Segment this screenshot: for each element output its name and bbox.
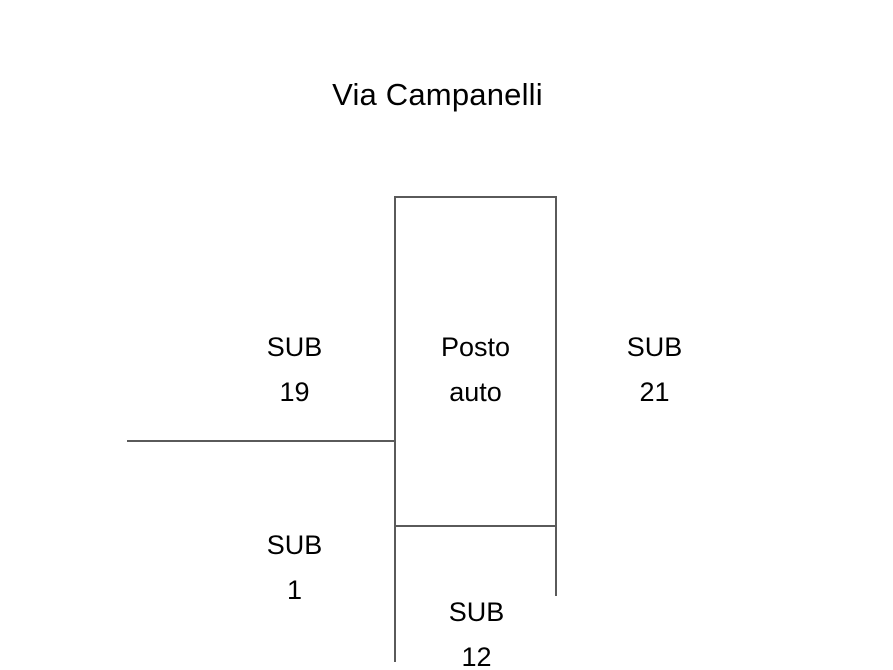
parcel-label-sub-1-line2: 1 (286, 575, 303, 605)
parcel-boundary-left-edge-middle (394, 441, 396, 527)
parcel-label-posto-auto-line1: Posto (440, 332, 511, 362)
parcel-boundary-left-extension (127, 440, 395, 442)
parcel-boundary-left-edge-lower (394, 527, 396, 662)
parcel-label-sub-12: SUB 12 (397, 590, 556, 670)
parcel-label-sub-19-line1: SUB (266, 332, 323, 362)
parcel-label-sub-1-line1: SUB (266, 530, 323, 560)
parcel-boundary-right-edge-upper (555, 196, 557, 527)
parcel-label-posto-auto: Posto auto (396, 325, 555, 415)
parcel-boundary-right-edge-lower (555, 527, 557, 596)
parcel-label-sub-21-line1: SUB (626, 332, 683, 362)
parcel-label-sub-12-line1: SUB (448, 597, 505, 627)
parcel-label-sub-19-line2: 19 (279, 377, 310, 407)
parcel-label-posto-auto-line2: auto (449, 377, 502, 407)
parcel-label-sub-19: SUB 19 (212, 325, 377, 415)
street-name-title: Via Campanelli (332, 77, 543, 112)
parcel-boundary-left-edge-upper (394, 196, 396, 441)
parcel-label-sub-21-line2: 21 (639, 377, 670, 407)
parcel-boundary-top-edge (394, 196, 557, 198)
parcel-boundary-horizontal-divider (394, 525, 557, 527)
parcel-label-sub-12-line2: 12 (461, 642, 492, 670)
parcel-label-sub-21: SUB 21 (572, 325, 737, 415)
parcel-label-sub-1: SUB 1 (212, 523, 377, 613)
